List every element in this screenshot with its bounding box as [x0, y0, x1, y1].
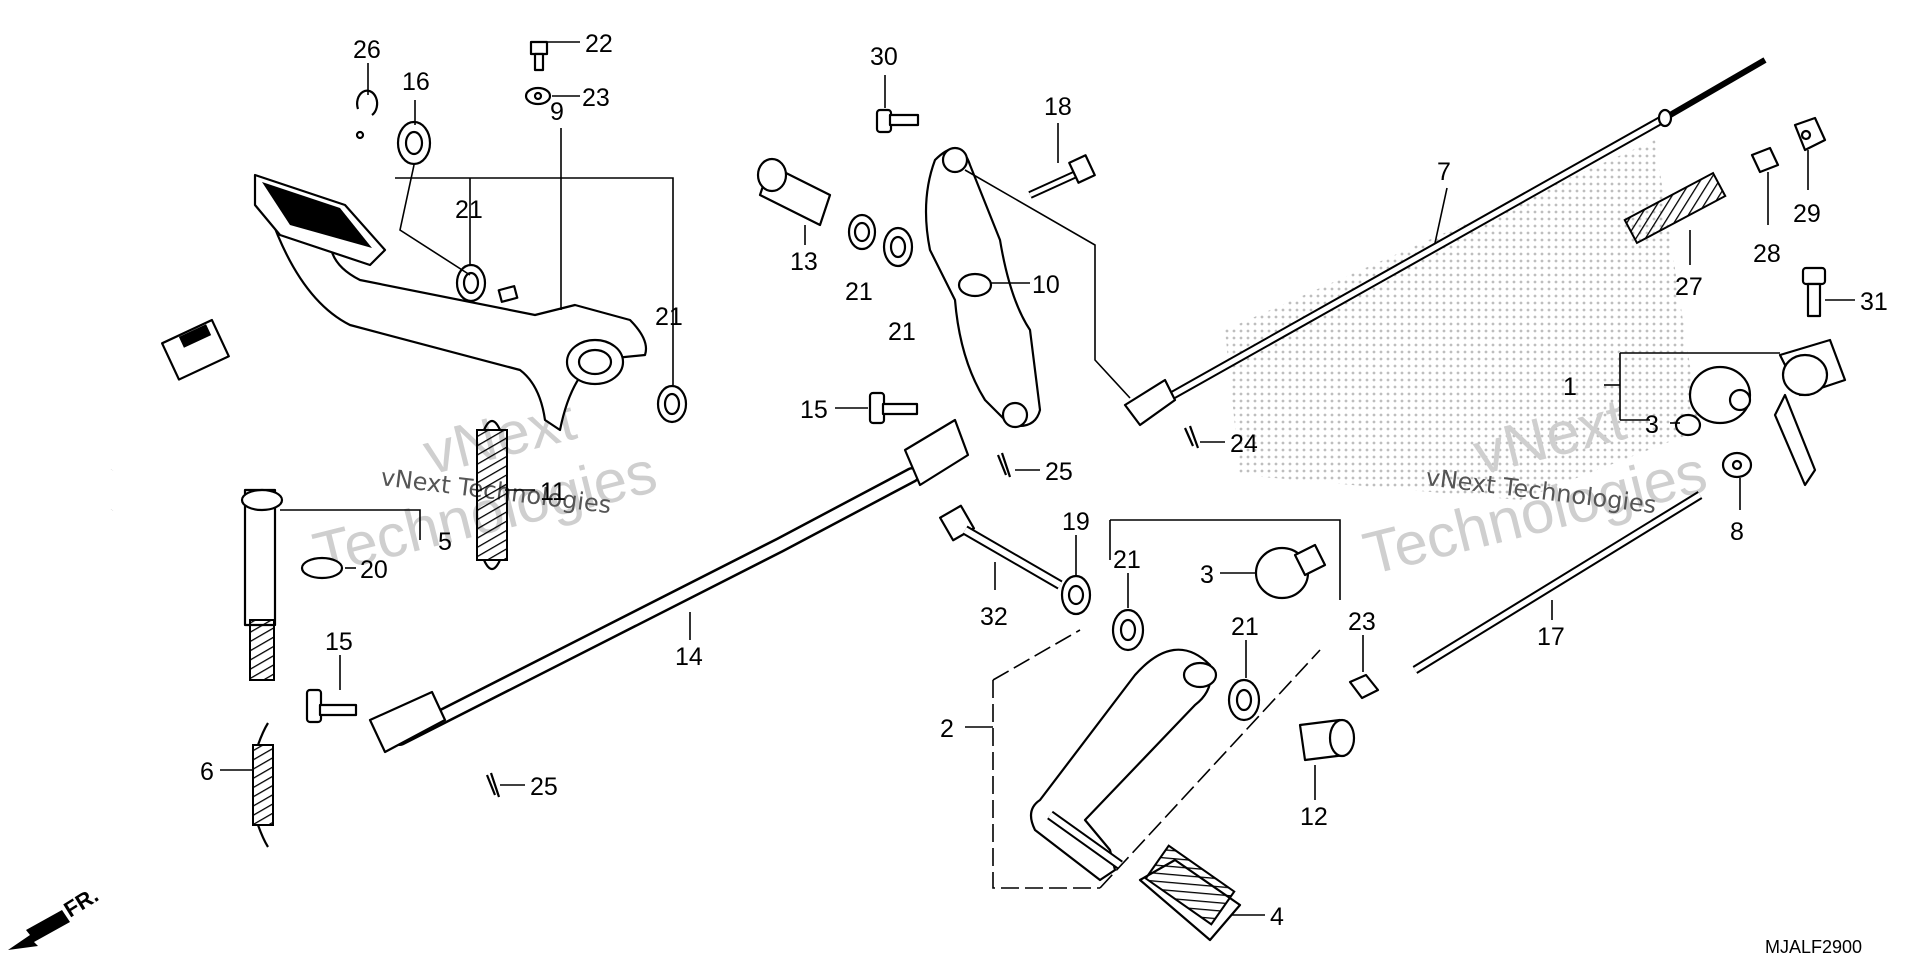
- callout-21f: 21: [1231, 613, 1259, 641]
- callout-11: 11: [540, 478, 566, 506]
- callout-21b: 21: [655, 303, 683, 331]
- circlip-26: [355, 89, 379, 140]
- washer-21-collar-a: [847, 213, 877, 251]
- cotter-pin-25-upper: [996, 452, 1012, 478]
- callout-25a: 25: [1045, 458, 1073, 486]
- cotter-pin-25-lower: [485, 772, 501, 798]
- shift-arm-10: [924, 146, 1042, 429]
- callout-6: 6: [200, 758, 214, 786]
- washer-16: [396, 120, 432, 166]
- callout-12: 12: [1300, 803, 1328, 831]
- callout-29: 29: [1793, 200, 1821, 228]
- washer-21-collar-b: [882, 226, 914, 268]
- callout-26: 26: [353, 36, 381, 64]
- shift-rod-7: [1123, 57, 1767, 427]
- front-direction-marker: FR.: [8, 882, 103, 950]
- callout-4: 4: [1270, 903, 1284, 931]
- callout-32: 32: [980, 603, 1008, 631]
- callout-19: 19: [1062, 508, 1090, 536]
- callout-21c: 21: [845, 278, 873, 306]
- washer-19: [1060, 574, 1092, 616]
- callout-17: 17: [1537, 623, 1565, 651]
- callout-15b: 15: [325, 628, 353, 656]
- tie-rod-17: [1412, 491, 1703, 674]
- cotter-pin-24: [1183, 425, 1200, 449]
- collar-13: [756, 157, 832, 227]
- shift-rubber-4: [1138, 844, 1242, 942]
- callout-24: 24: [1230, 430, 1258, 458]
- ball-joint-3-upper: [1674, 365, 1752, 437]
- brake-pedal: [253, 173, 648, 432]
- rod-end-joint-1: [1773, 338, 1847, 487]
- callout-1: 1: [1563, 373, 1577, 401]
- bolt-32: [939, 504, 1063, 590]
- brake-switch-harness: [104, 318, 284, 681]
- bolt-18: [1028, 154, 1096, 199]
- callout-22: 22: [585, 30, 613, 58]
- spring-11: [476, 419, 508, 571]
- washer-21-pedal-left: [455, 263, 487, 303]
- pin-15-upper: [868, 391, 919, 425]
- callout-31: 31: [1860, 288, 1888, 316]
- callout-21d: 21: [888, 318, 916, 346]
- callout-21e: 21: [1113, 546, 1141, 574]
- callout-2: 2: [940, 715, 954, 743]
- callout-16: 16: [402, 68, 430, 96]
- callout-30: 30: [870, 43, 898, 71]
- brake-rod-14: [368, 418, 970, 754]
- washer-21-arm-right: [1227, 678, 1261, 722]
- callout-27: 27: [1675, 273, 1703, 301]
- callout-14: 14: [675, 643, 703, 671]
- spring-6: [252, 722, 274, 848]
- spring-27: [1623, 171, 1727, 245]
- bolt-30: [875, 108, 920, 134]
- callout-7: 7: [1437, 158, 1451, 186]
- callout-21a: 21: [455, 196, 483, 224]
- nut-29: [1793, 116, 1827, 152]
- callout-5: 5: [438, 528, 452, 556]
- leader-lines: [220, 41, 1855, 916]
- washer-21-arm-left: [1111, 608, 1145, 652]
- callout-labels: 1 2 3 3 4 5 6 7 8 9 10 11 12 13 14 15 15…: [200, 30, 1888, 931]
- cap-28: [1750, 146, 1780, 174]
- callout-18: 18: [1044, 93, 1072, 121]
- diagram-part-code: MJALF2900: [1765, 937, 1862, 957]
- callout-8: 8: [1730, 518, 1744, 546]
- clip-20: [300, 556, 344, 580]
- nut-23-lower: [1348, 673, 1380, 700]
- callout-20: 20: [360, 556, 388, 584]
- callout-9: 9: [550, 98, 564, 126]
- pin-15-left: [305, 688, 358, 724]
- callout-23b: 23: [1348, 608, 1376, 636]
- callout-10: 10: [1032, 271, 1060, 299]
- callout-23a: 23: [582, 84, 610, 112]
- callout-3a: 3: [1645, 411, 1659, 439]
- collar-12: [1298, 718, 1356, 762]
- shift-pedal-arm: [1029, 648, 1218, 882]
- callout-28: 28: [1753, 240, 1781, 268]
- ball-joint-3-lower: [1254, 543, 1327, 600]
- nut-23-top: [524, 86, 552, 106]
- callout-3b: 3: [1200, 561, 1214, 589]
- callout-25b: 25: [530, 773, 558, 801]
- watermark-wing-logo: [1225, 140, 1700, 500]
- callout-15a: 15: [800, 396, 828, 424]
- callout-13: 13: [790, 248, 818, 276]
- bolt-31: [1801, 266, 1827, 318]
- nut-8: [1721, 451, 1753, 479]
- washer-21-pedal-right: [656, 384, 688, 424]
- bolt-22: [529, 40, 549, 72]
